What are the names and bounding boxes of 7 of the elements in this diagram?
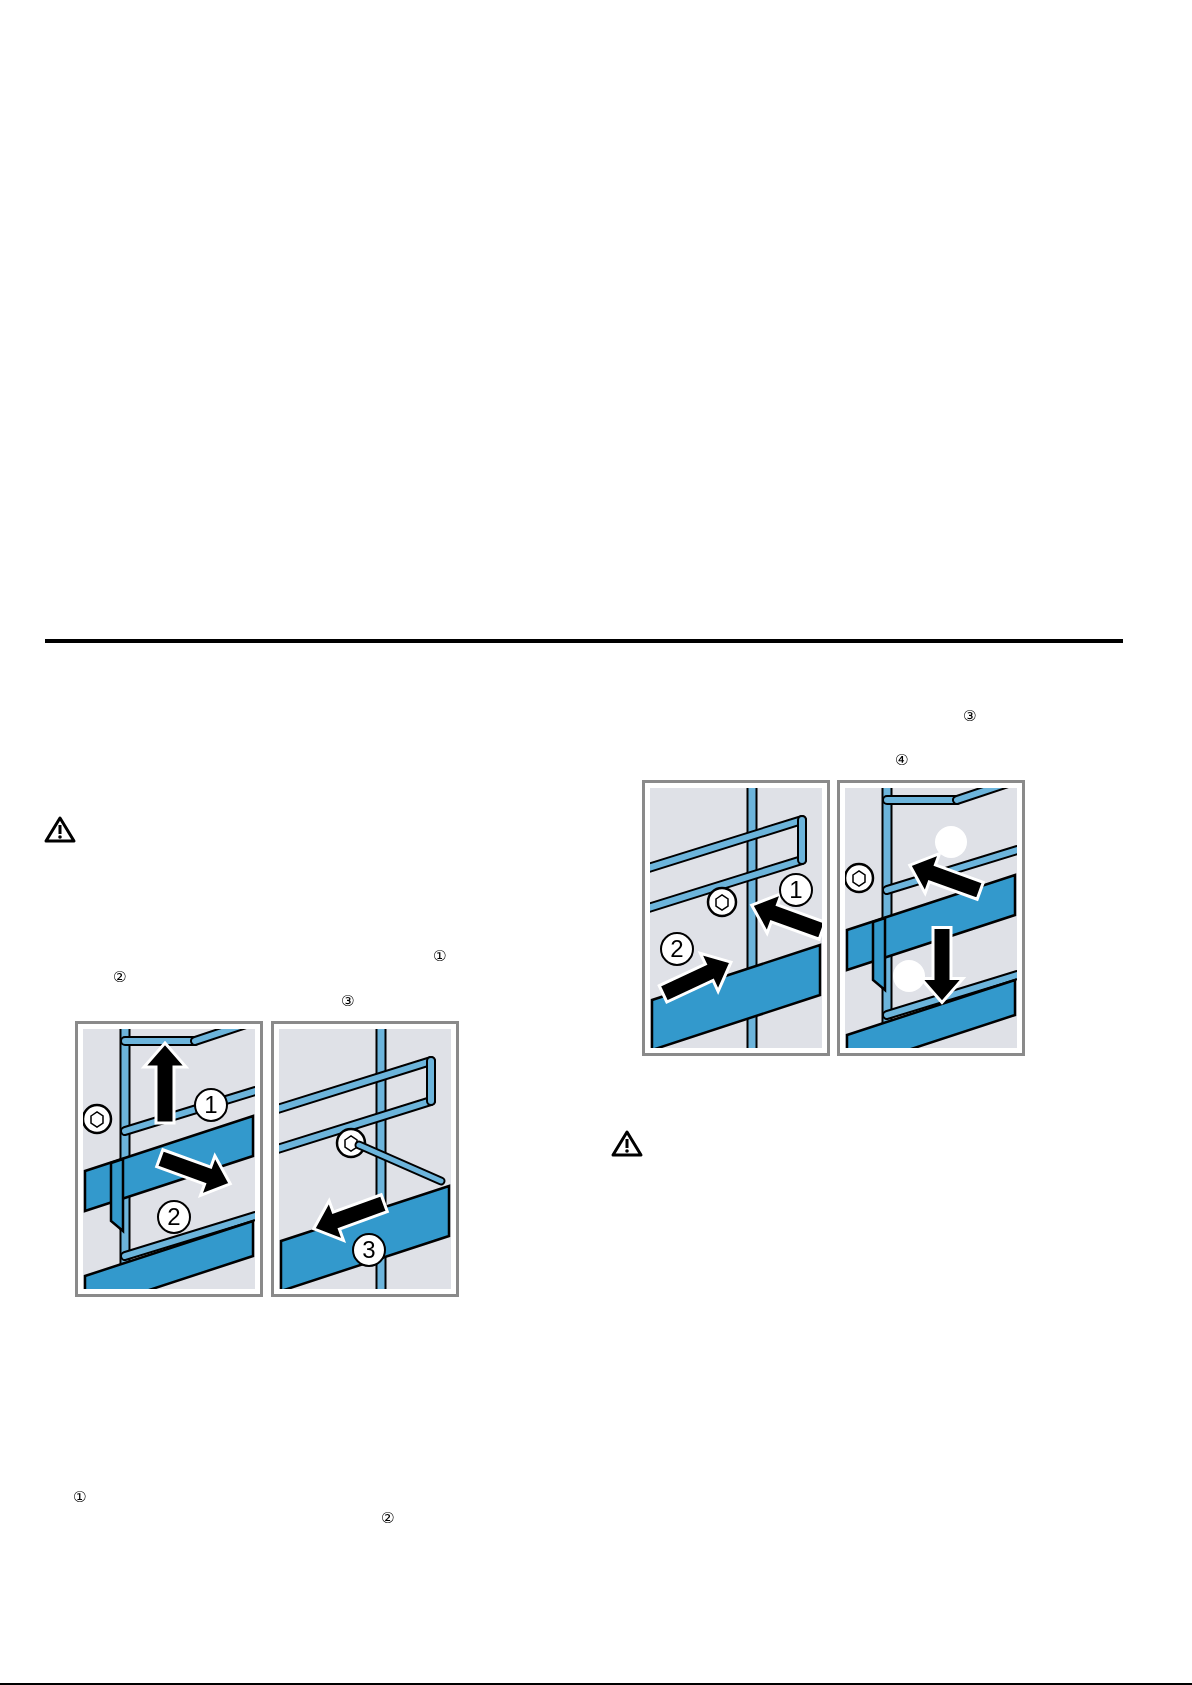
callout-number: ① [433, 947, 447, 965]
callout-number: ① [73, 1488, 87, 1506]
callout-number: ④ [895, 751, 909, 769]
callout-number: ③ [341, 992, 355, 1010]
callout-number: ② [381, 1509, 395, 1527]
callout-number: ③ [963, 707, 977, 725]
callout-number: ② [113, 968, 127, 986]
